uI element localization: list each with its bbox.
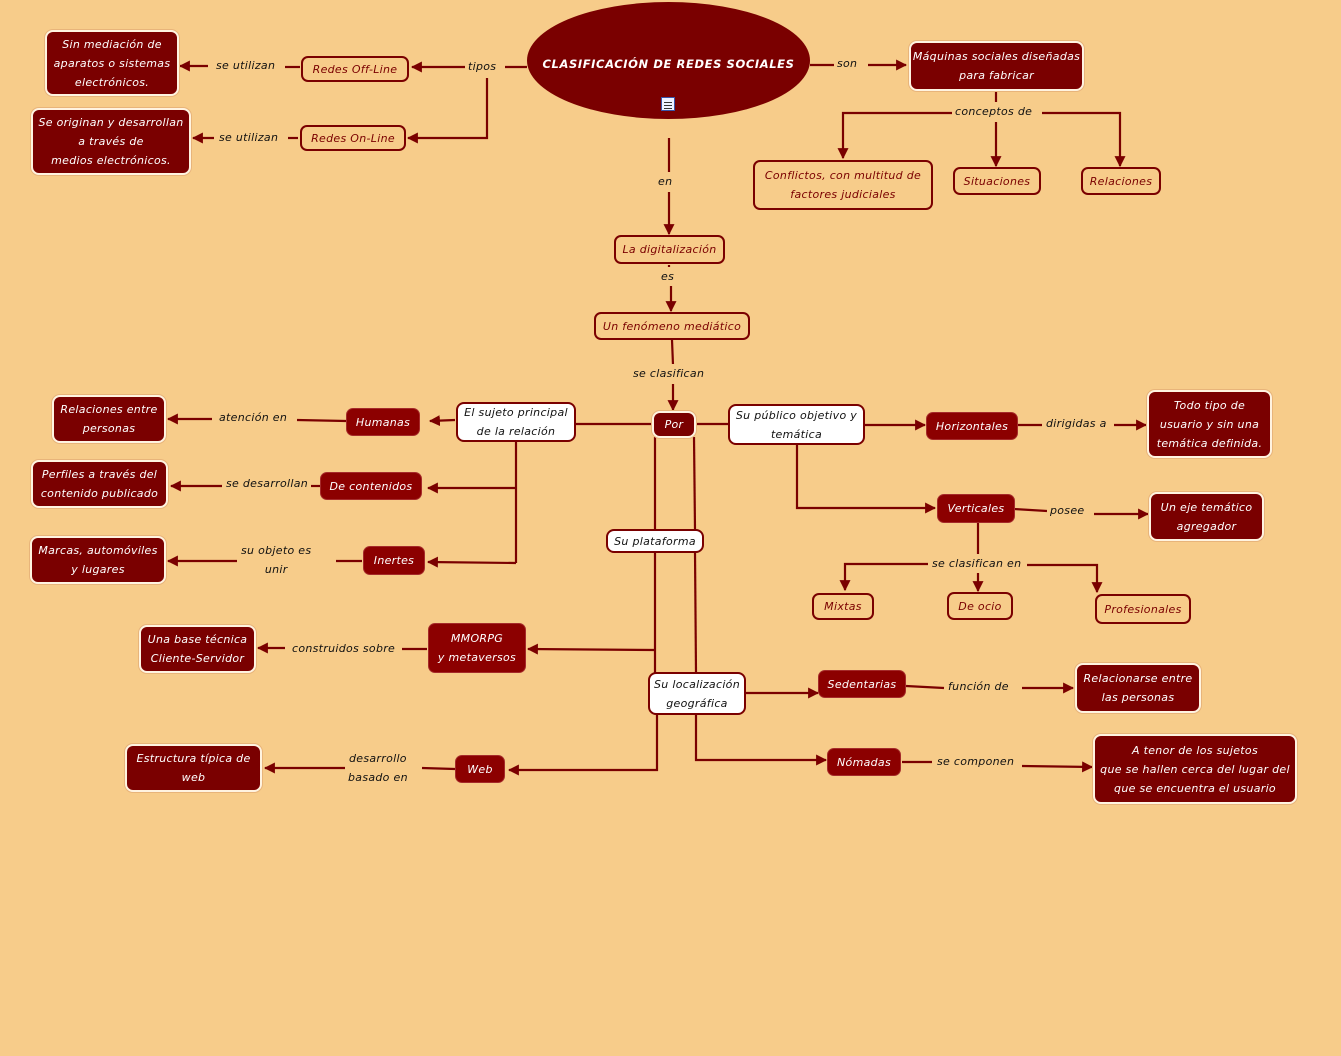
node-nomadas-desc[interactable]: A tenor de los sujetos que se hallen cer… xyxy=(1093,734,1297,804)
link-label-se-clasifican-en: se clasifican en xyxy=(929,554,1025,573)
link-label-construidos-sobre: construidos sobre xyxy=(289,639,399,658)
node-redes-offline[interactable]: Redes Off-Line xyxy=(301,56,409,82)
node-mixtas[interactable]: Mixtas xyxy=(812,593,874,620)
node-offline-desc[interactable]: Sin mediación de aparatos o sistemas ele… xyxy=(45,30,179,96)
root-node-clasificacion[interactable]: CLASIFICACIÓN DE REDES SOCIALES xyxy=(527,2,810,119)
node-publico-objetivo[interactable]: Su público objetivo y temática xyxy=(728,404,865,445)
link-label-posee: posee xyxy=(1047,501,1088,520)
node-online-desc[interactable]: Se originan y desarrollan a través de me… xyxy=(31,108,191,175)
link-label-es: es xyxy=(658,267,678,286)
link-label-dirigidas-a: dirigidas a xyxy=(1043,414,1110,433)
node-localizacion[interactable]: Su localización geográfica xyxy=(648,672,746,715)
node-inertes-desc[interactable]: Marcas, automóviles y lugares xyxy=(30,536,166,584)
root-title: CLASIFICACIÓN DE REDES SOCIALES xyxy=(542,57,795,71)
link-label-se-desarrollan: se desarrollan xyxy=(223,474,312,493)
node-conflictos[interactable]: Conflictos, con multitud de factores jud… xyxy=(753,160,933,210)
link-label-tipos: tipos xyxy=(465,57,500,76)
link-label-en: en xyxy=(655,172,676,191)
node-de-ocio[interactable]: De ocio xyxy=(947,592,1013,620)
node-horizontales-desc[interactable]: Todo tipo de usuario y sin una temática … xyxy=(1147,390,1272,458)
node-mmorpg[interactable]: MMORPG y metaversos xyxy=(428,623,526,673)
node-verticales[interactable]: Verticales xyxy=(937,494,1015,523)
node-web[interactable]: Web xyxy=(455,755,505,783)
link-label-se-utilizan: se utilizan xyxy=(213,56,279,75)
document-icon[interactable] xyxy=(661,97,675,111)
link-label-son: son xyxy=(834,54,861,73)
node-nomadas[interactable]: Nómadas xyxy=(827,748,901,776)
node-humanas-desc[interactable]: Relaciones entre personas xyxy=(52,395,166,443)
link-label-se-utilizan: se utilizan xyxy=(216,128,282,147)
node-verticales-desc[interactable]: Un eje temático agregador xyxy=(1149,492,1264,541)
link-label-se-clasifican: se clasifican xyxy=(630,364,708,383)
node-de-contenidos[interactable]: De contenidos xyxy=(320,472,422,500)
link-label-funcion-de: función de xyxy=(945,677,1012,696)
node-maquinas-sociales[interactable]: Máquinas sociales diseñadas para fabrica… xyxy=(909,41,1084,91)
node-horizontales[interactable]: Horizontales xyxy=(926,412,1018,440)
node-web-desc[interactable]: Estructura típica de web xyxy=(125,744,262,792)
node-digitalizacion[interactable]: La digitalización xyxy=(614,235,725,264)
node-contenidos-desc[interactable]: Perfiles a través del contenido publicad… xyxy=(31,460,168,508)
node-mmorpg-desc[interactable]: Una base técnica Cliente-Servidor xyxy=(139,625,256,673)
node-situaciones[interactable]: Situaciones xyxy=(953,167,1041,195)
link-label-desarrollo-basado-en: desarrollo basado en xyxy=(345,749,411,787)
node-inertes[interactable]: Inertes xyxy=(363,546,425,575)
node-sujeto-principal[interactable]: El sujeto principal de la relación xyxy=(456,402,576,442)
link-label-se-componen: se componen xyxy=(934,752,1018,771)
link-label-atencion-en: atención en xyxy=(216,408,291,427)
node-sedentarias-desc[interactable]: Relacionarse entre las personas xyxy=(1075,663,1201,713)
node-fenomeno-mediatico[interactable]: Un fenómeno mediático xyxy=(594,312,750,340)
node-relaciones[interactable]: Relaciones xyxy=(1081,167,1161,195)
node-plataforma[interactable]: Su plataforma xyxy=(606,529,704,553)
link-label-su-objeto-es-unir: su objeto es unir xyxy=(238,541,315,579)
node-profesionales[interactable]: Profesionales xyxy=(1095,594,1191,624)
link-label-conceptos-de: conceptos de xyxy=(952,102,1036,121)
node-por[interactable]: Por xyxy=(652,411,696,438)
node-redes-online[interactable]: Redes On-Line xyxy=(300,125,406,151)
node-sedentarias[interactable]: Sedentarias xyxy=(818,670,906,698)
node-humanas[interactable]: Humanas xyxy=(346,408,420,436)
